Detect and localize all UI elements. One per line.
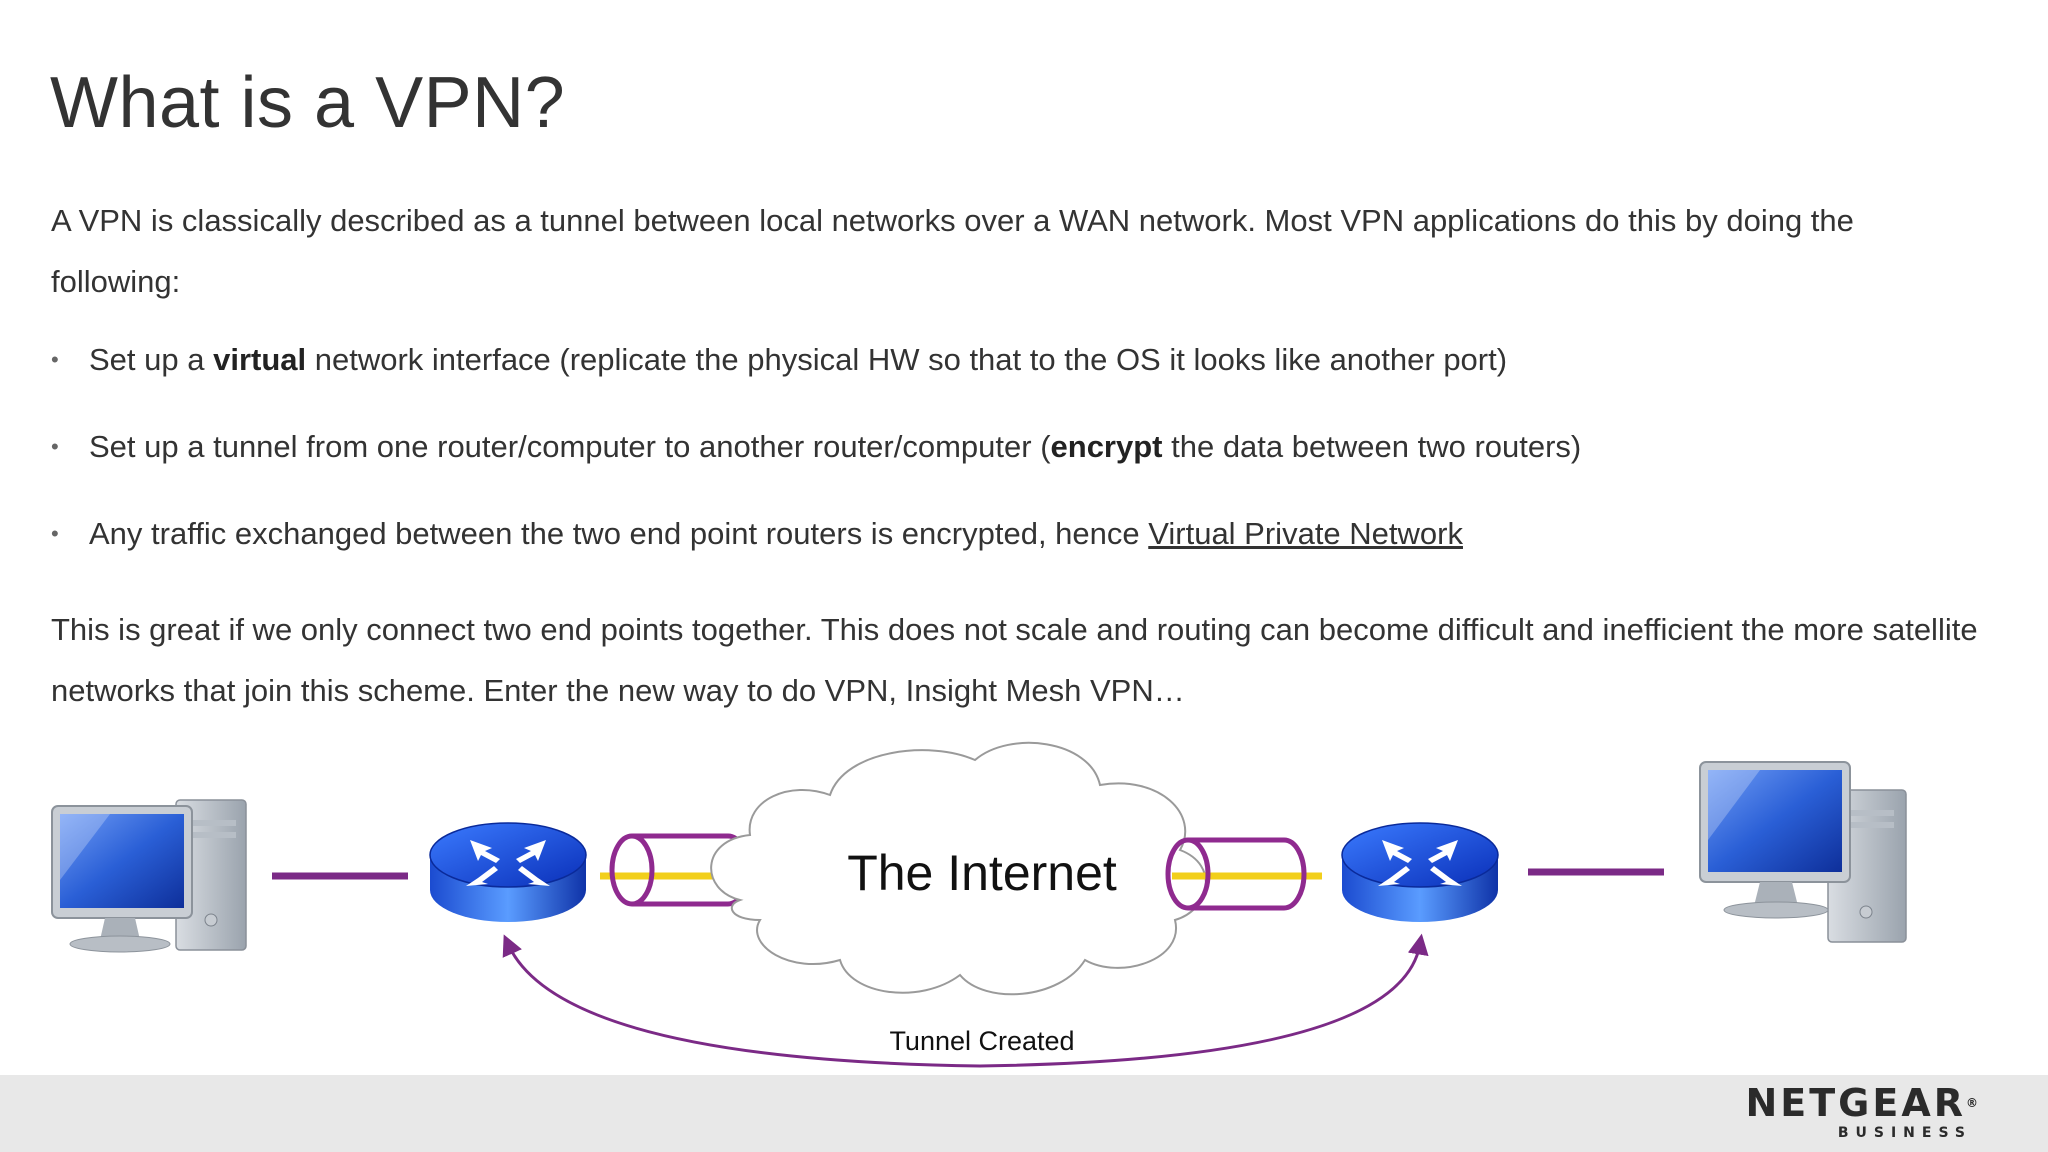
bullet-text: Set up a tunnel from one router/computer… (89, 429, 1051, 464)
computer-icon (51, 799, 247, 953)
bullet-bold-text: encrypt (1050, 429, 1163, 464)
bullet-dot: • (51, 521, 59, 546)
footer-bar (0, 1075, 2048, 1152)
tunnel-label: Tunnel Created (889, 1026, 1074, 1056)
bullet-item-encrypted-traffic: • Any traffic exchanged between the two … (51, 514, 1581, 601)
bullet-text: network interface (replicate the physica… (306, 342, 1508, 377)
bullet-item-tunnel: • Set up a tunnel from one router/comput… (51, 427, 1581, 514)
logo-wordmark: NETGEAR (1745, 1081, 1966, 1125)
bullet-list: • Set up a virtual network interface (re… (51, 340, 1581, 601)
vpn-link[interactable]: Virtual Private Network (1148, 516, 1463, 551)
logo-subtitle: BUSINESS (1837, 1125, 1972, 1141)
router-icon (1341, 822, 1499, 922)
outro-paragraph: This is great if we only connect two end… (51, 612, 1978, 708)
bullet-dot: • (51, 434, 59, 459)
bullet-text: Set up a (89, 342, 214, 377)
bullet-dot: • (51, 347, 59, 372)
intro-paragraph: A VPN is classically described as a tunn… (51, 203, 1854, 299)
bullet-bold-text: virtual (213, 342, 307, 377)
tunnel-arc (502, 933, 1429, 1068)
bullet-item-virtual-interface: • Set up a virtual network interface (re… (51, 340, 1581, 427)
bullet-text: the data between two routers) (1162, 429, 1582, 464)
slide-title: What is a VPN? (50, 63, 566, 143)
cloud-label: The Internet (847, 845, 1117, 901)
vpn-diagram: The Internet (51, 741, 1907, 1068)
bullet-text: Any traffic exchanged between the two en… (89, 516, 1149, 551)
computer-icon (1699, 761, 1907, 943)
tunnel-pipe-icon (1165, 837, 1322, 911)
cloud-icon: The Internet (710, 741, 1207, 996)
router-icon (429, 822, 587, 922)
netgear-logo: NETGEAR® BUSINESS (1746, 1082, 1979, 1142)
registered-mark: ® (1966, 1096, 1978, 1110)
